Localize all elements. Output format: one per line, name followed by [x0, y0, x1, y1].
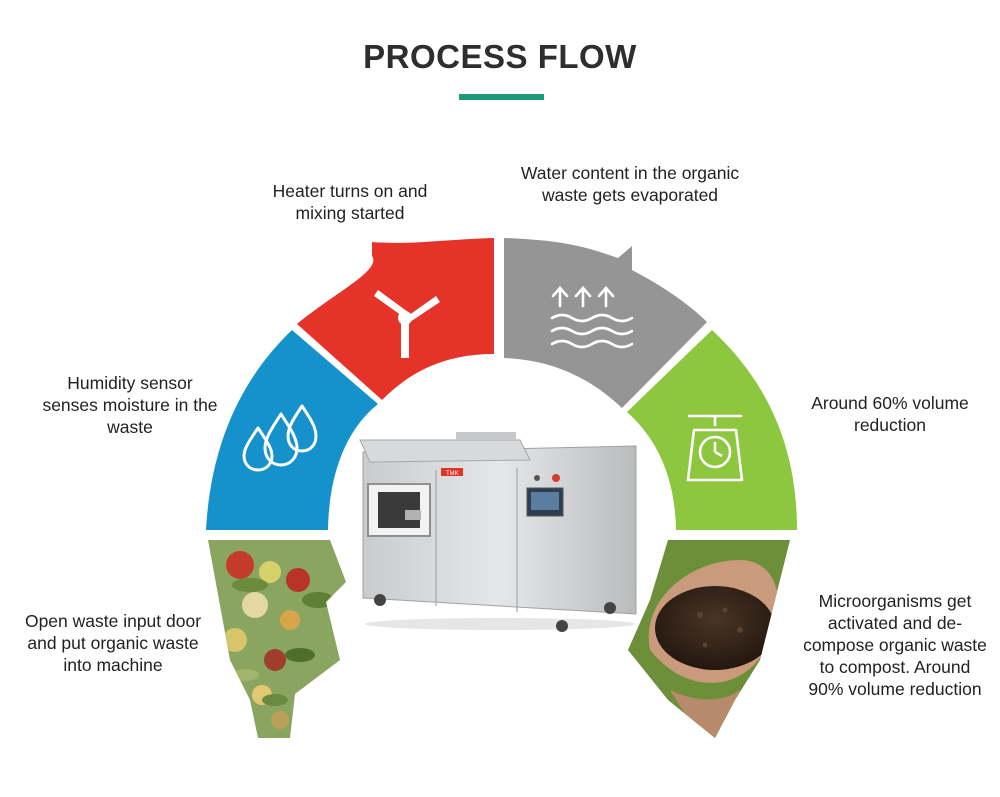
segment-evaporation [504, 238, 707, 408]
water-drops-icon [242, 404, 318, 472]
vegetable-waste-photo [208, 540, 346, 738]
page-title: PROCESS FLOW [363, 38, 637, 75]
step-label-humidity-sensor: Humidity sensor senses moisture in the w… [42, 373, 218, 437]
compost-in-hands-photo [628, 540, 790, 738]
segment-heater [297, 238, 494, 400]
evaporation-icon [550, 286, 634, 349]
title-underline [459, 94, 544, 100]
step-label-heater: Heater turns on and mixing started [272, 181, 428, 223]
step-label-evaporation: Water content in the organic waste gets … [520, 163, 740, 205]
step-label-compost: Microorganisms get activated and de-comp… [803, 591, 987, 699]
scale-icon [686, 414, 744, 482]
composting-machine [359, 432, 637, 632]
step-label-waste-input: Open waste input door and put organic wa… [24, 611, 202, 675]
step-label-volume-60: Around 60% volume reduction [811, 393, 969, 435]
machine-brand-logo: TMK [446, 471, 459, 477]
mixer-blade-icon [374, 290, 440, 358]
